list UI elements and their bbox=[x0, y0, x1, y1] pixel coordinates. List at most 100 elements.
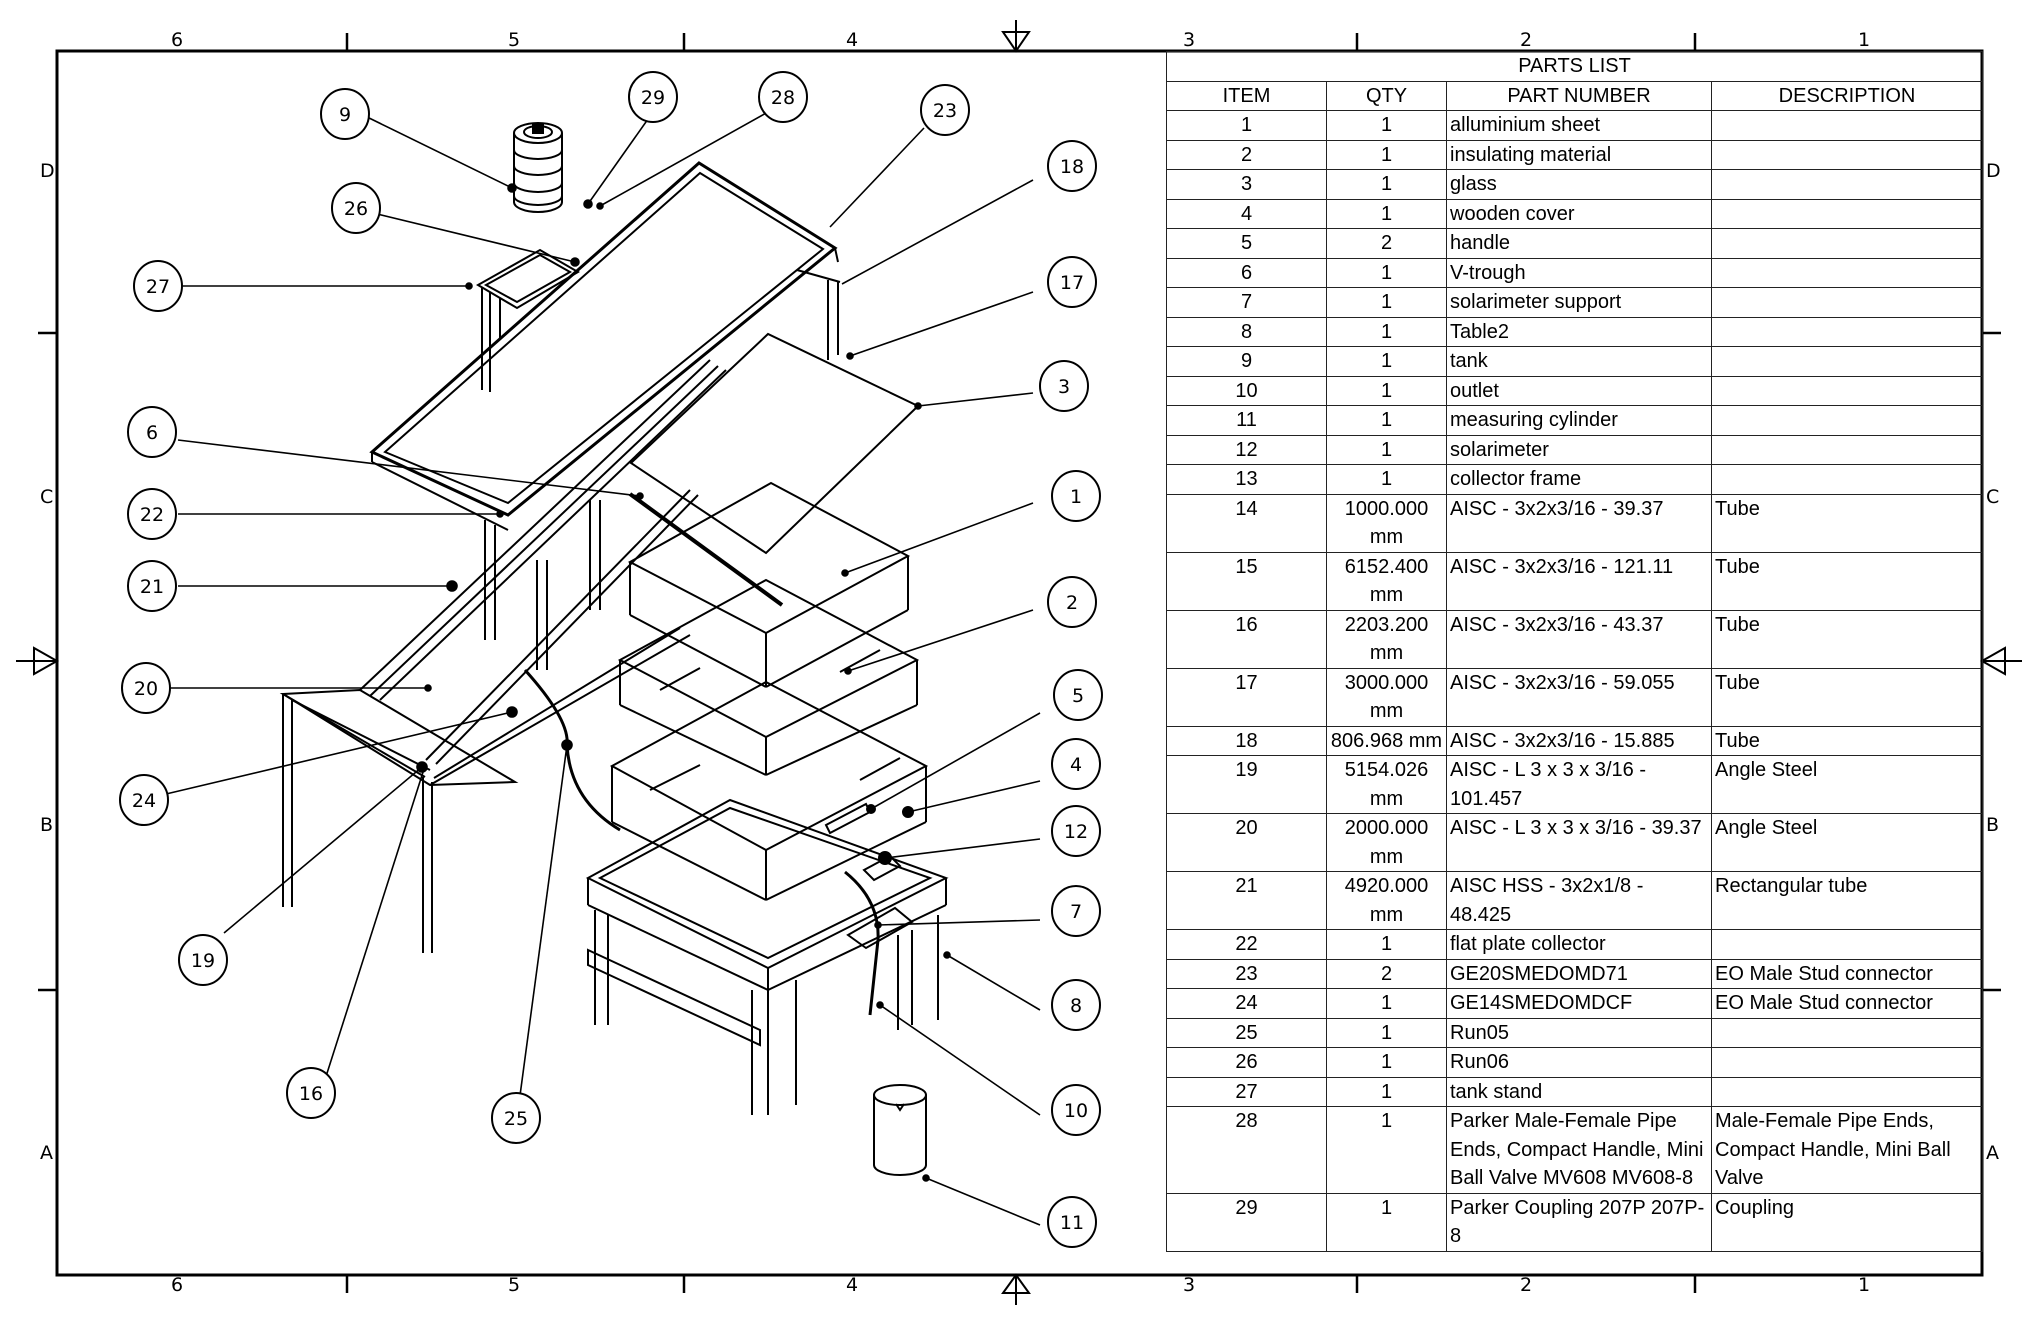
cell-part-number: Run05 bbox=[1446, 1017, 1712, 1048]
balloon-callout: 17 bbox=[1047, 256, 1097, 308]
cell-description bbox=[1710, 139, 1984, 170]
cell-item: 8 bbox=[1166, 316, 1327, 347]
cell-qty: 2203.200 mm bbox=[1326, 609, 1447, 669]
balloon-circle bbox=[133, 260, 183, 312]
balloon-number: 22 bbox=[140, 504, 164, 526]
cell-description bbox=[1710, 198, 1984, 229]
cell-description: Tube bbox=[1710, 551, 1984, 611]
cell-description bbox=[1710, 257, 1984, 288]
balloon-circle bbox=[1047, 256, 1097, 308]
cell-part-number: tank bbox=[1446, 346, 1712, 377]
cell-part-number: Table2 bbox=[1446, 316, 1712, 347]
balloon-number: 5 bbox=[1072, 685, 1084, 707]
balloon-circle bbox=[758, 71, 808, 123]
balloon-circle bbox=[1051, 470, 1101, 522]
balloon-callout: 7 bbox=[1051, 885, 1101, 937]
handle-part bbox=[824, 802, 914, 835]
centering-arrow-bottom bbox=[1001, 1273, 1031, 1305]
parts-list-table: PARTS LIST ITEM QTY PART NUMBER DESCRIPT… bbox=[1165, 51, 1984, 1252]
parts-list-title: PARTS LIST bbox=[1165, 51, 1984, 82]
cell-description: Angle Steel bbox=[1710, 813, 1984, 872]
cell-description: Tube bbox=[1710, 493, 1984, 553]
leader-lines bbox=[165, 111, 1041, 1226]
cell-description bbox=[1710, 346, 1984, 377]
centering-arrow-left bbox=[16, 646, 60, 676]
cell-item: 6 bbox=[1166, 257, 1327, 288]
cell-qty: 1 bbox=[1326, 346, 1447, 377]
balloon-circle bbox=[920, 84, 970, 136]
balloon-callout: 5 bbox=[1053, 669, 1103, 721]
cell-description bbox=[1710, 228, 1984, 259]
cell-item: 18 bbox=[1166, 725, 1327, 756]
insulating-material-box-part bbox=[617, 578, 920, 776]
collector-frame-part bbox=[279, 269, 841, 953]
cell-description bbox=[1710, 169, 1984, 200]
cell-item: 14 bbox=[1166, 493, 1327, 553]
cell-part-number: glass bbox=[1446, 169, 1712, 200]
cell-qty: 1 bbox=[1326, 464, 1447, 495]
cell-qty: 1 bbox=[1326, 287, 1447, 318]
cell-part-number: collector frame bbox=[1446, 464, 1712, 495]
cell-qty: 1 bbox=[1326, 1017, 1447, 1048]
cell-qty: 1 bbox=[1326, 257, 1447, 288]
column-header-part-number: PART NUMBER bbox=[1446, 80, 1712, 111]
balloon-number: 18 bbox=[1060, 156, 1084, 178]
balloon-circle bbox=[121, 662, 171, 714]
cell-description: Male-Female Pipe Ends, Compact Handle, M… bbox=[1710, 1106, 1984, 1194]
cell-qty: 1 bbox=[1326, 169, 1447, 200]
balloon-callout: 21 bbox=[127, 560, 177, 612]
cell-qty: 1 bbox=[1326, 1047, 1447, 1078]
cell-item: 24 bbox=[1166, 988, 1327, 1019]
cell-description: Tube bbox=[1710, 667, 1984, 727]
balloon-number: 26 bbox=[344, 198, 368, 220]
cell-qty: 1000.000 mm bbox=[1326, 493, 1447, 553]
zone-row-label: B bbox=[40, 814, 54, 836]
balloon-number: 12 bbox=[1064, 821, 1088, 843]
cell-item: 15 bbox=[1166, 551, 1327, 611]
cell-part-number: tank stand bbox=[1446, 1076, 1712, 1107]
cell-description bbox=[1710, 1047, 1984, 1078]
balloon-number: 25 bbox=[504, 1108, 528, 1130]
balloon-number: 21 bbox=[140, 576, 164, 598]
balloon-circle bbox=[1051, 979, 1101, 1031]
cell-description bbox=[1710, 1076, 1984, 1107]
balloon-number: 4 bbox=[1070, 754, 1082, 776]
balloon-number: 8 bbox=[1070, 995, 1082, 1017]
cell-description bbox=[1710, 1017, 1984, 1048]
balloon-callout: 3 bbox=[1039, 360, 1089, 412]
cell-part-number: GE20SMEDOMD71 bbox=[1446, 958, 1712, 989]
cell-part-number: AISC - 3x2x3/16 - 39.37 bbox=[1446, 493, 1712, 553]
balloon-number: 29 bbox=[641, 87, 665, 109]
balloon-number: 2 bbox=[1066, 592, 1078, 614]
cell-part-number: solarimeter support bbox=[1446, 287, 1712, 318]
cell-qty: 1 bbox=[1326, 316, 1447, 347]
balloon-number: 1 bbox=[1070, 486, 1082, 508]
cell-qty: 1 bbox=[1326, 405, 1447, 436]
cell-item: 11 bbox=[1166, 405, 1327, 436]
zone-row-label: D bbox=[1986, 160, 2001, 182]
cell-description: Coupling bbox=[1710, 1192, 1984, 1252]
cell-item: 5 bbox=[1166, 228, 1327, 259]
cell-description bbox=[1710, 929, 1984, 960]
zone-col-label: 6 bbox=[171, 29, 184, 51]
cell-item: 9 bbox=[1166, 346, 1327, 377]
cell-description: Tube bbox=[1710, 609, 1984, 669]
cell-item: 26 bbox=[1166, 1047, 1327, 1078]
zone-col-label: 4 bbox=[846, 1274, 859, 1296]
balloon-callout: 9 bbox=[320, 88, 370, 140]
balloon-number: 16 bbox=[299, 1083, 323, 1105]
balloon-number: 6 bbox=[146, 422, 158, 444]
balloon-circle bbox=[1051, 805, 1101, 857]
balloon-number: 7 bbox=[1070, 901, 1082, 923]
